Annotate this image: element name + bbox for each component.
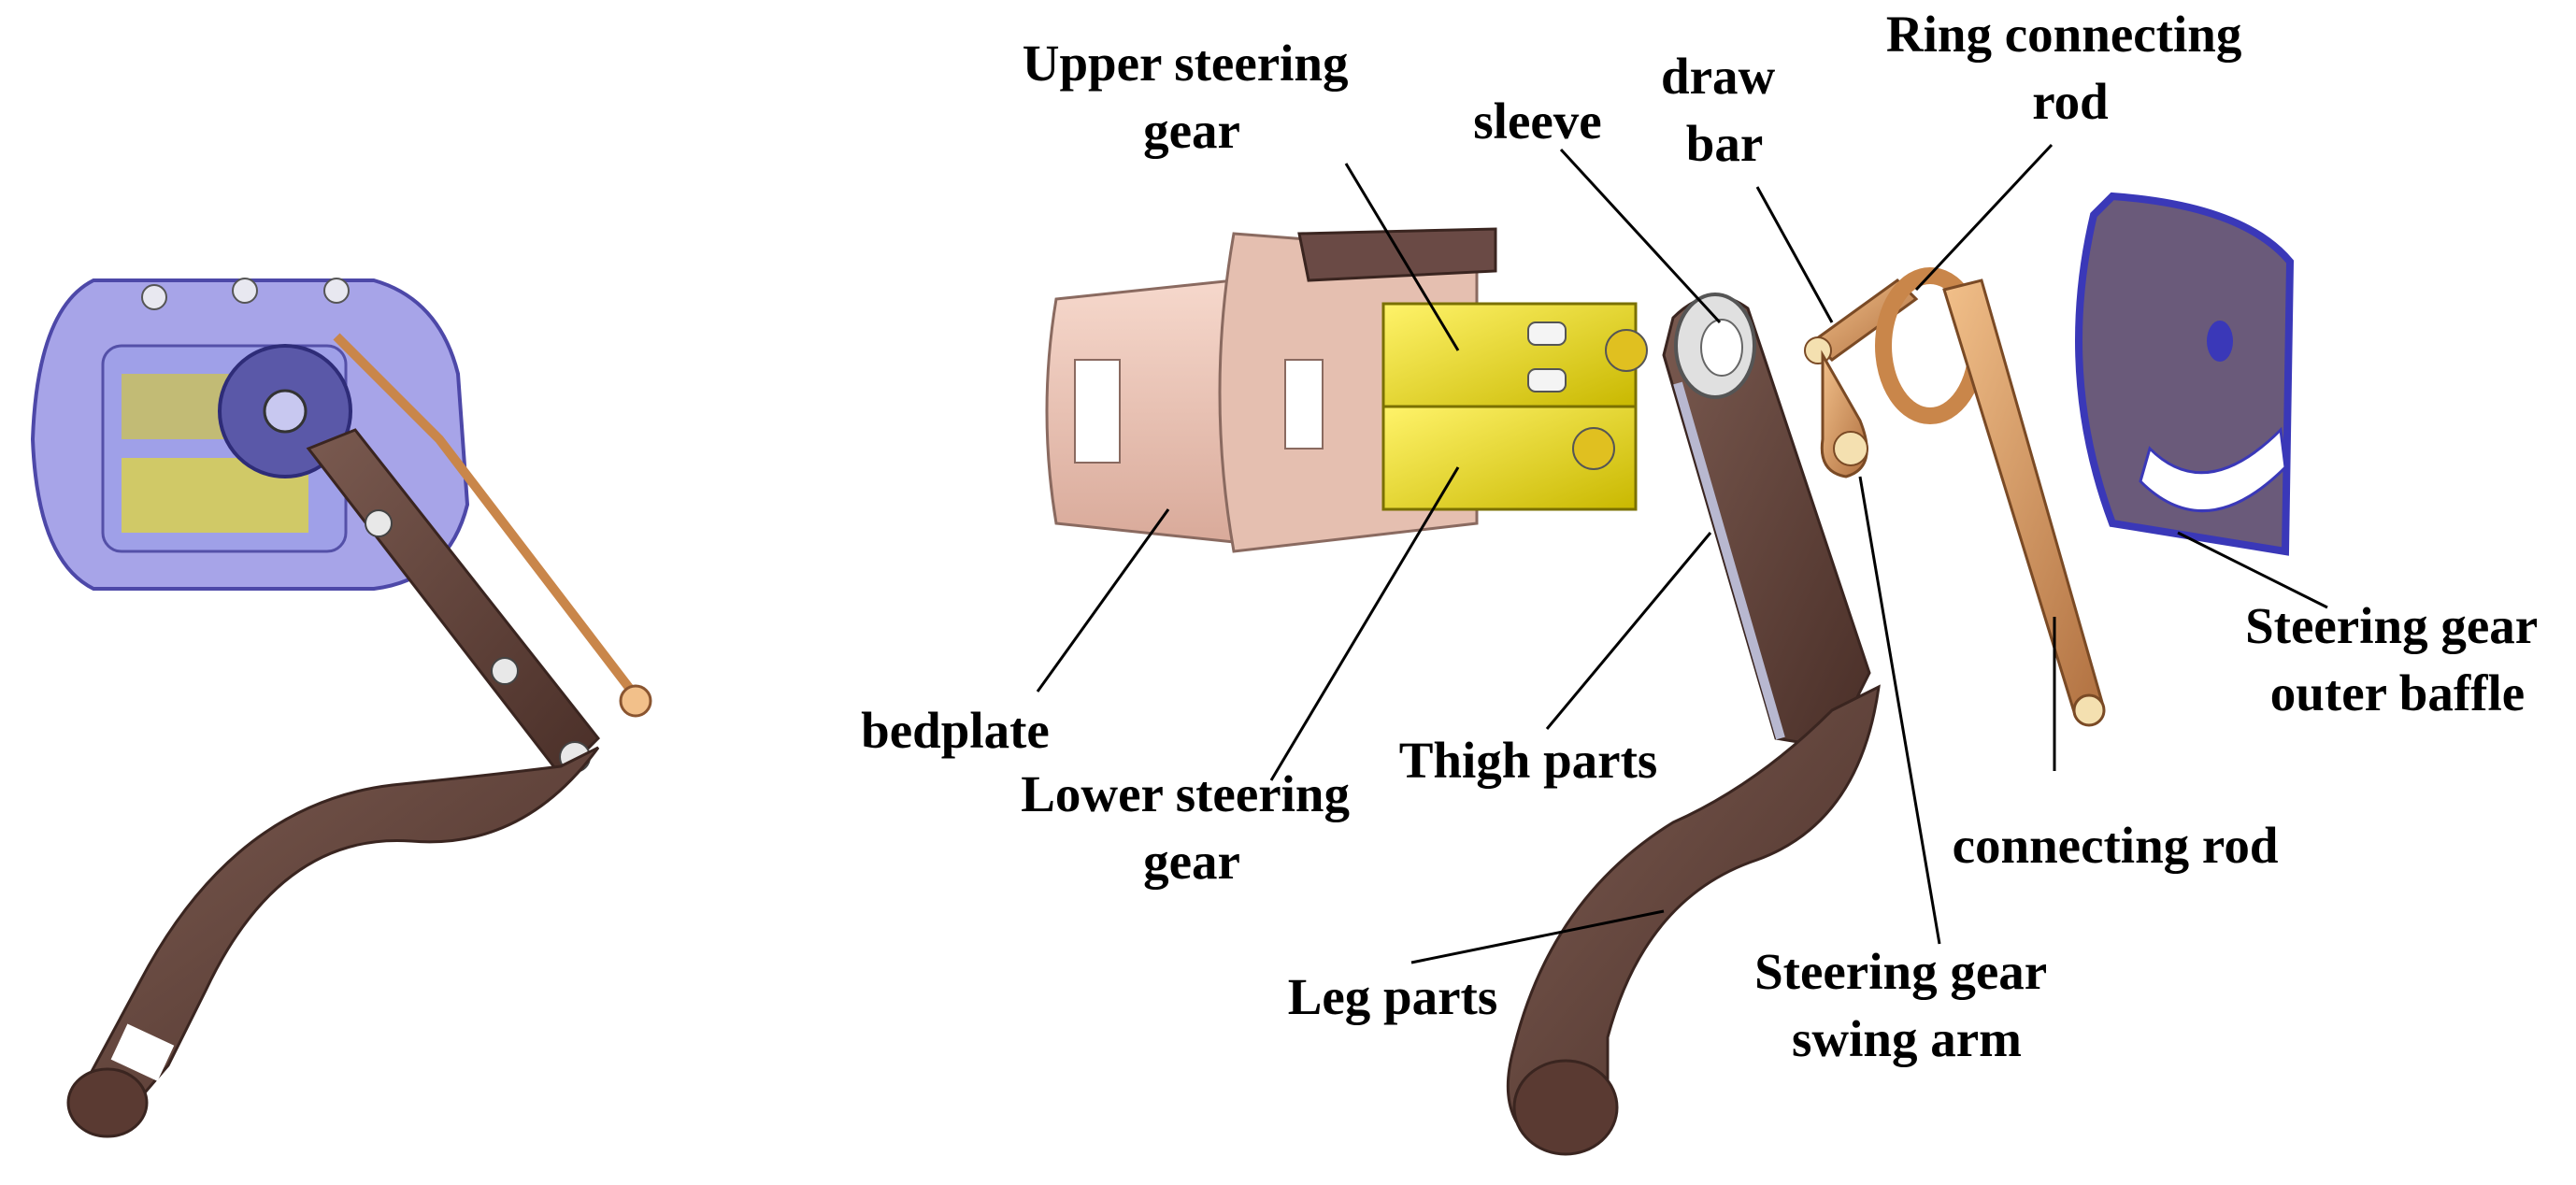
leader-thigh-parts: [1545, 532, 1712, 730]
upper-servo-part: [1381, 302, 1638, 408]
label-line: draw: [1661, 48, 1776, 105]
assembled-leg-window: [110, 1023, 175, 1081]
leader-leg-parts: [1410, 909, 1665, 964]
leader-outer-baffle: [2177, 531, 2328, 609]
leader-lower-steering-gear: [1269, 466, 1460, 781]
label-thigh-parts: Thigh parts: [1399, 732, 1658, 789]
servo-screw: [1527, 321, 1567, 346]
label-steering-gear-outer-baffle: Steering gear outer baffle: [2245, 597, 2550, 721]
assembled-joint: [365, 509, 393, 537]
swing-arm-hub: [1833, 431, 1868, 466]
assembled-rod-end: [619, 684, 652, 718]
leader-swing-arm: [1858, 476, 1941, 945]
label-line: outer baffle: [2270, 664, 2525, 721]
label-line: Steering gear: [1754, 943, 2047, 1000]
bedplate-window: [1074, 359, 1121, 464]
connecting-rod-end: [2072, 693, 2106, 727]
label-line: gear: [1143, 833, 1240, 890]
servo-horn: [1605, 329, 1648, 372]
label-upper-steering-gear: Upper steering gear: [1023, 35, 1362, 159]
leader-upper-steering-gear: [1344, 163, 1460, 351]
assembled-screw: [232, 278, 258, 304]
assembled-view: [30, 278, 652, 1138]
sleeve-bore: [1700, 319, 1743, 377]
leader-bedplate: [1036, 508, 1170, 692]
label-line: Steering gear: [2245, 597, 2538, 654]
leader-draw-bar: [1755, 186, 1834, 323]
leg-foot: [1512, 1059, 1619, 1156]
label-line: gear: [1143, 102, 1240, 159]
label-line: bar: [1686, 115, 1764, 172]
lower-servo-part: [1381, 405, 1638, 511]
servo-horn: [1572, 427, 1615, 470]
exploded-view: [1045, 192, 2295, 1156]
assembled-connecting-rod: [333, 333, 639, 700]
baffle-arc-slot: [2139, 426, 2287, 513]
label-line: Ring connecting: [1886, 6, 2241, 63]
label-ring-connecting-rod: Ring connecting rod: [1886, 6, 2254, 130]
leader-ring-connecting-rod: [1914, 143, 2054, 292]
bedplate-window: [1284, 359, 1324, 450]
label-lower-steering-gear: Lower steering gear: [1021, 765, 1363, 890]
draw-bar-pivot: [1804, 336, 1832, 364]
label-line: swing arm: [1792, 1010, 2022, 1067]
label-connecting-rod: connecting rod: [1953, 817, 2279, 874]
bedplate-bracket: [1297, 227, 1497, 282]
leader-sleeve: [1559, 148, 1722, 324]
label-line: rod: [2032, 73, 2109, 130]
assembled-screw: [141, 284, 167, 310]
bedplate-part: [1045, 278, 1236, 544]
labels: Upper steering gear sleeve draw bar Ring…: [861, 6, 2550, 1067]
label-steering-gear-swing-arm: Steering gear swing arm: [1754, 943, 2059, 1067]
baffle-center-hole: [2207, 321, 2233, 362]
assembled-hub: [263, 389, 308, 434]
assembled-foot: [66, 1067, 149, 1138]
label-bedplate: bedplate: [861, 702, 1050, 759]
label-leg-parts: Leg parts: [1288, 968, 1498, 1025]
servo-screw: [1527, 368, 1567, 393]
assembled-joint: [491, 657, 519, 685]
label-sleeve: sleeve: [1473, 93, 1601, 150]
thigh-edge: [1673, 381, 1785, 740]
leader-lines: [1036, 143, 2328, 964]
assembled-screw: [323, 278, 350, 304]
label-draw-bar: draw bar: [1661, 48, 1788, 172]
label-line: Upper steering: [1023, 35, 1349, 92]
label-line: Lower steering: [1021, 765, 1350, 822]
